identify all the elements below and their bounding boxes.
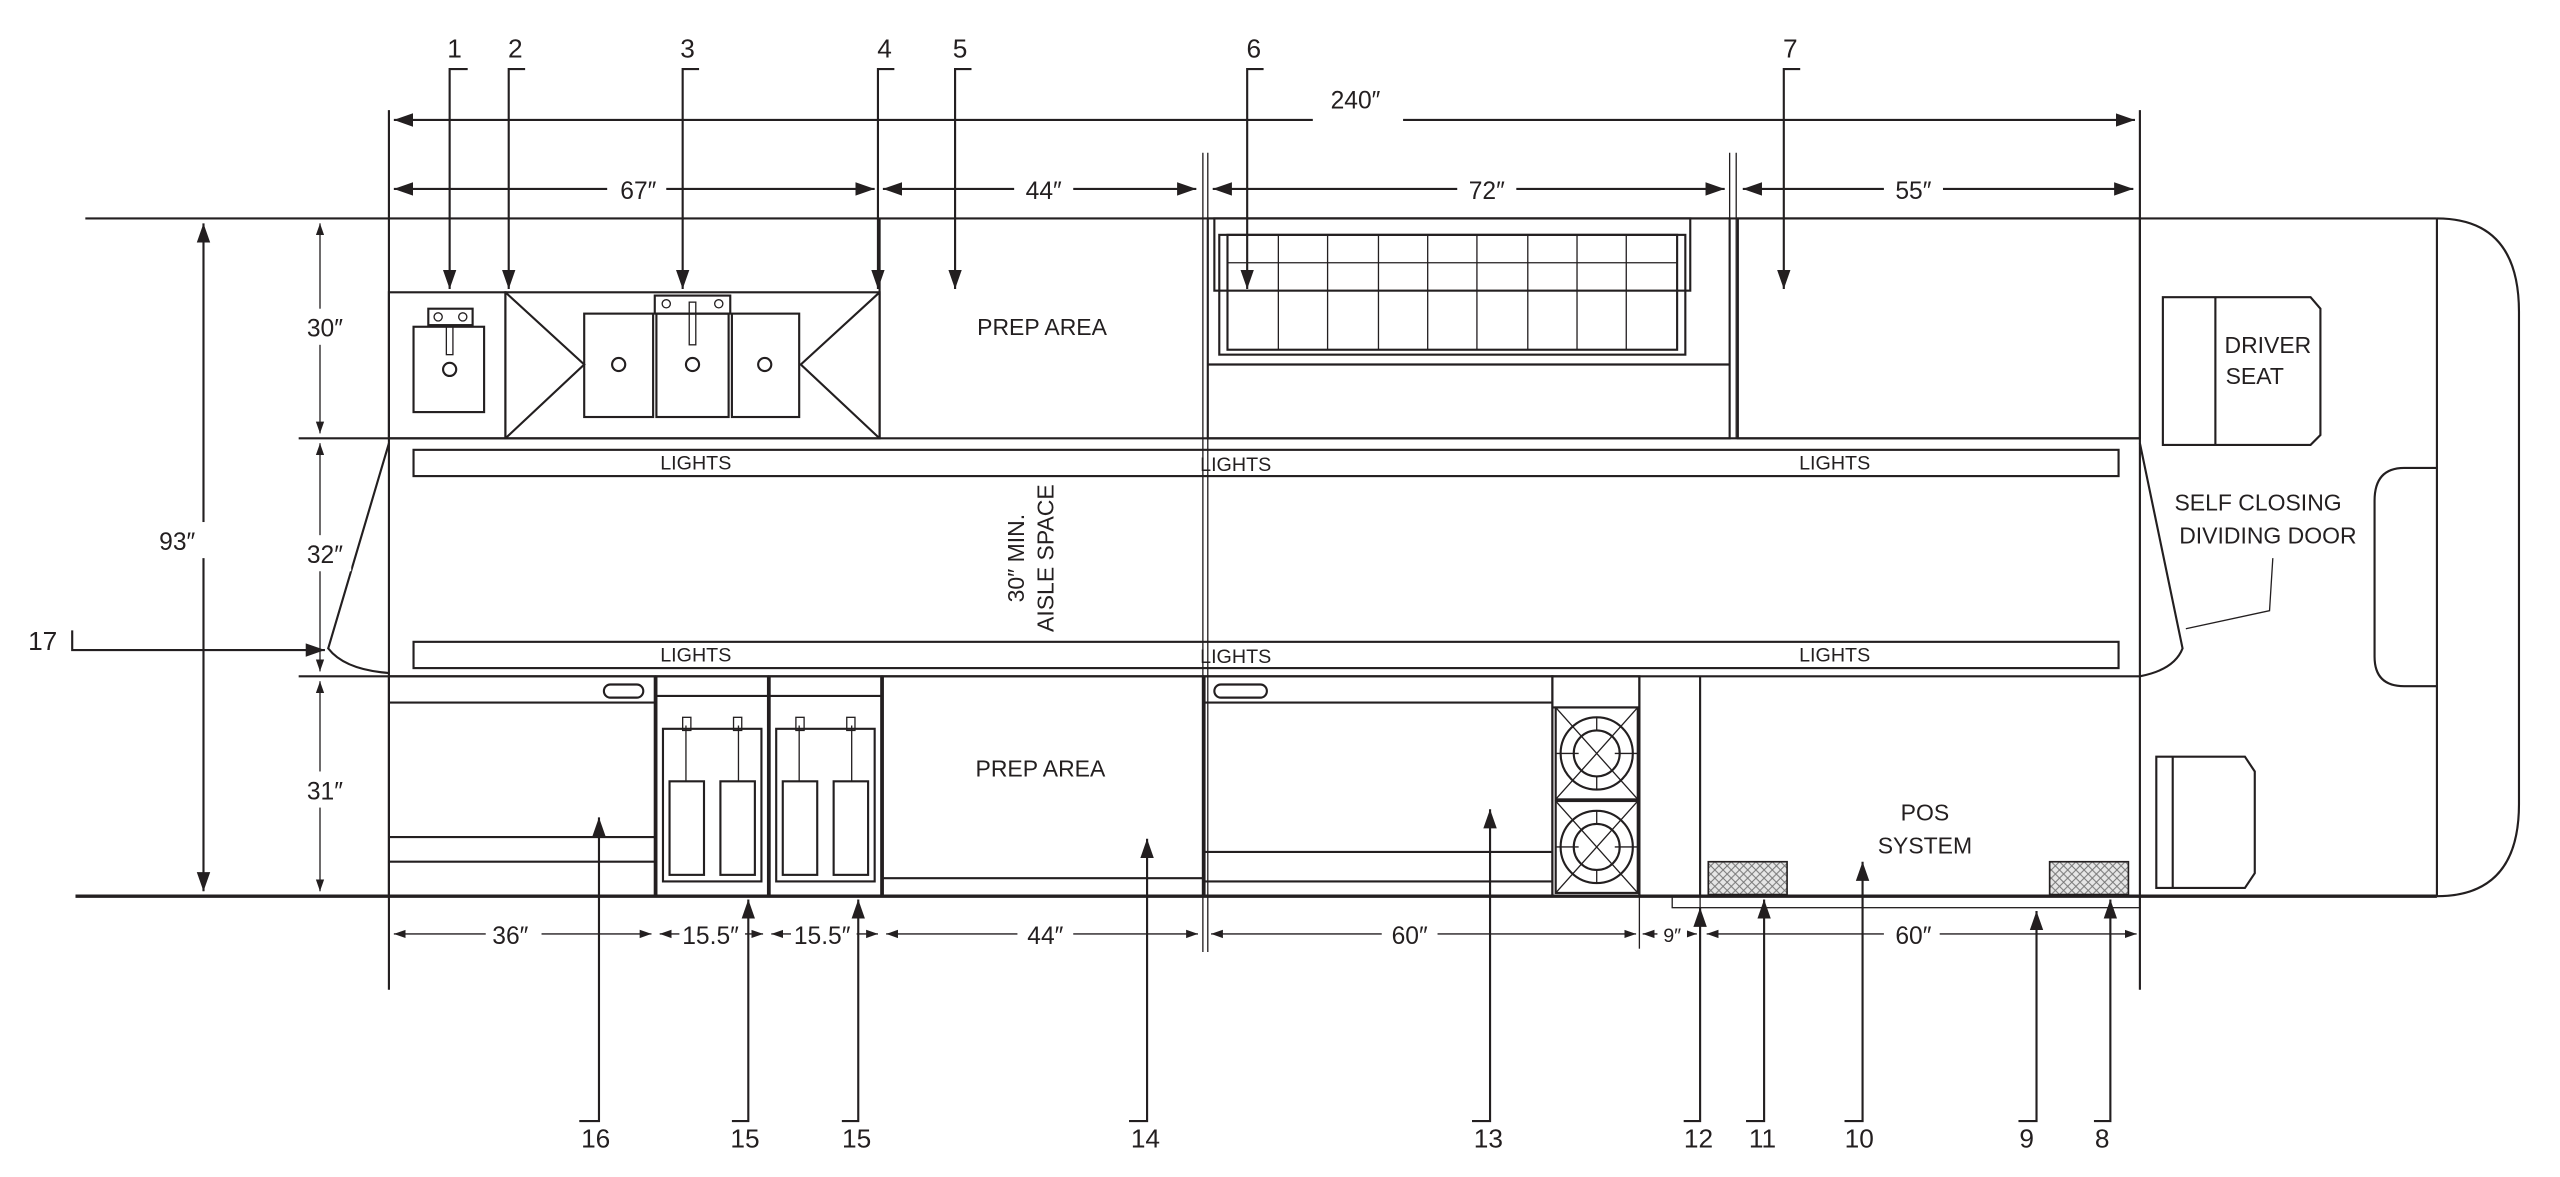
- dim-72: 72″: [1469, 178, 1505, 205]
- lights-label: LIGHTS: [1799, 645, 1870, 667]
- refrigerator-16: [387, 675, 656, 898]
- area-7: [1736, 217, 2141, 440]
- overall-dimension: 240″: [393, 88, 2135, 135]
- callout-3: 3: [680, 34, 695, 64]
- callout-17: 17: [28, 626, 57, 656]
- dim-60: 60″: [1895, 923, 1931, 950]
- callout-1: 1: [447, 34, 462, 64]
- callout-5: 5: [953, 34, 968, 64]
- callout-15: 15: [730, 1123, 759, 1153]
- three-compartment-sink: [504, 291, 881, 440]
- callout-13: 13: [1474, 1123, 1503, 1153]
- dim-30: 30″: [307, 316, 343, 343]
- dim-60: 60″: [1392, 923, 1428, 950]
- dim-36: 36″: [492, 923, 528, 950]
- lights-label: LIGHTS: [1200, 646, 1271, 668]
- dividing-door-note: SELF CLOSING DIVIDING DOOR: [2174, 490, 2357, 630]
- callout-16: 16: [581, 1123, 610, 1153]
- driver-label-1: DRIVER: [2224, 332, 2311, 358]
- callout-8: 8: [2095, 1123, 2110, 1153]
- prep-area-top-label: PREP AREA: [977, 314, 1107, 340]
- fryer-2: [768, 675, 883, 898]
- dim-32: 32″: [307, 542, 343, 569]
- floor-mat: [1707, 860, 1788, 896]
- prep-area-bottom: PREP AREA: [881, 675, 1204, 898]
- callout-9: 9: [2019, 1123, 2034, 1153]
- prep-area-bottom-label: PREP AREA: [976, 755, 1106, 781]
- callout-15: 15: [842, 1123, 871, 1153]
- dim-9: 9″: [1663, 925, 1681, 947]
- door-label-1: SELF CLOSING: [2174, 490, 2341, 516]
- dim-31: 31″: [307, 778, 343, 805]
- lights-label: LIGHTS: [1799, 453, 1870, 475]
- pos-label-1: POS: [1901, 800, 1950, 826]
- burner-range: [1551, 675, 1641, 898]
- lights-label: LIGHTS: [1200, 454, 1271, 476]
- callout-10: 10: [1845, 1123, 1874, 1153]
- lights-label: LIGHTS: [660, 645, 731, 667]
- dim-15-5: 15.5″: [794, 923, 851, 950]
- bottom-dimensions: 36″ 15.5″ 15.5″ 44″ 60″ 9″ 60″: [393, 896, 2137, 950]
- callout-17-group: 17: [28, 626, 325, 657]
- callout-4: 4: [877, 34, 892, 64]
- fryer-1: [655, 675, 770, 898]
- lights-label: LIGHTS: [660, 453, 731, 475]
- callouts-top: 1 2 3 4 5 6 7: [442, 34, 1801, 290]
- truck-outline: [75, 110, 2521, 990]
- passenger-seat: [2155, 755, 2256, 890]
- pos-label-2: SYSTEM: [1878, 833, 1972, 859]
- vertical-dimensions: 93″ 30″ 32″ 31″: [159, 223, 352, 892]
- dim-93: 93″: [159, 529, 195, 556]
- callouts-bottom: 16 15 15 14 13 12 11 10 9 8: [579, 809, 2118, 1153]
- dim-15-5: 15.5″: [682, 923, 739, 950]
- lights-strips: LIGHTS LIGHTS LIGHTS LIGHTS LIGHTS LIGHT…: [412, 448, 2120, 670]
- dim-55: 55″: [1895, 178, 1931, 205]
- prep-area-top: PREP AREA: [878, 218, 1108, 439]
- callout-6: 6: [1246, 34, 1261, 64]
- callout-11: 11: [1749, 1123, 1776, 1153]
- callout-7: 7: [1783, 34, 1798, 64]
- dim-67: 67″: [620, 178, 656, 205]
- refrigerated-prep-table: [1206, 217, 1731, 440]
- hand-sink: [387, 291, 507, 440]
- dim-44-top: 44″: [1026, 178, 1062, 205]
- griddle-13: [1203, 675, 1554, 898]
- aisle-space-label: 30″ MIN. AISLE SPACE: [1003, 484, 1059, 632]
- pos-area: POS SYSTEM: [1638, 676, 2141, 909]
- driver-seat: DRIVER SEAT: [2161, 296, 2322, 446]
- floor-mat: [2048, 860, 2130, 896]
- aisle-label-1: 30″ MIN.: [1003, 514, 1029, 603]
- dim-44-bottom: 44″: [1027, 923, 1063, 950]
- dim-240: 240″: [1331, 88, 1381, 115]
- callout-12: 12: [1684, 1123, 1713, 1153]
- driver-label-2: SEAT: [2226, 363, 2284, 389]
- cab-door: [2373, 466, 2437, 688]
- callout-14: 14: [1131, 1123, 1160, 1153]
- callout-2: 2: [508, 34, 523, 64]
- aisle-label-2: AISLE SPACE: [1033, 484, 1059, 632]
- door-label-2: DIVIDING DOOR: [2179, 522, 2356, 548]
